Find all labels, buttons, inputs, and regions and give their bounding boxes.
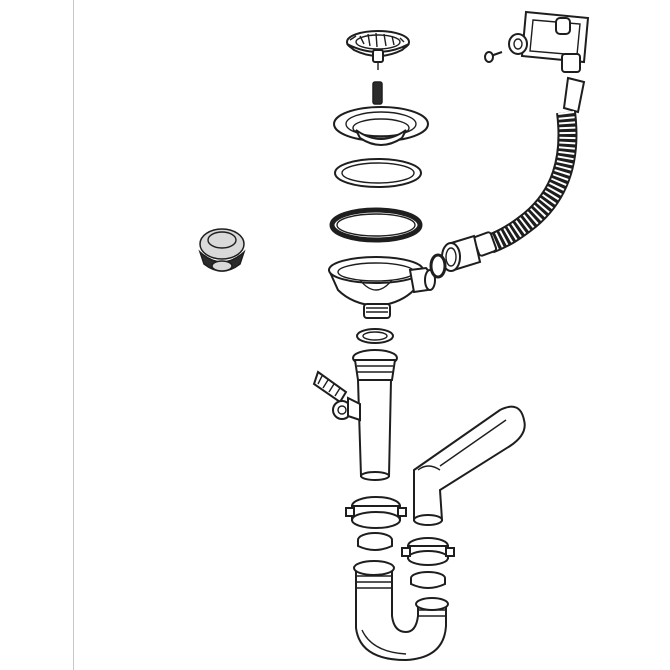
slip-nut-icon <box>345 496 407 529</box>
thin-gasket-icon <box>334 158 422 188</box>
side-inlet-icon <box>312 370 361 422</box>
corrugated-overflow-hose-icon <box>472 76 586 257</box>
outlet-elbow-icon <box>413 405 526 526</box>
drain-body-icon <box>327 256 436 319</box>
left-margin-divider <box>73 0 74 670</box>
small-washer-icon <box>356 328 394 344</box>
tailpiece-icon <box>352 349 398 481</box>
detached-knob-icon <box>198 228 246 272</box>
sink-flange-icon <box>333 106 429 146</box>
strainer-basket-icon <box>346 30 410 70</box>
overflow-cover-icon <box>508 10 590 73</box>
drain-pin-icon <box>372 81 383 105</box>
slip-nut-icon <box>401 537 455 566</box>
slip-washer-icon <box>410 571 446 589</box>
slip-washer-icon <box>357 532 393 551</box>
p-trap-icon <box>353 560 449 662</box>
hose-connector-icon <box>429 234 482 279</box>
thick-gasket-icon <box>329 207 423 243</box>
overflow-screw-icon <box>484 51 503 63</box>
